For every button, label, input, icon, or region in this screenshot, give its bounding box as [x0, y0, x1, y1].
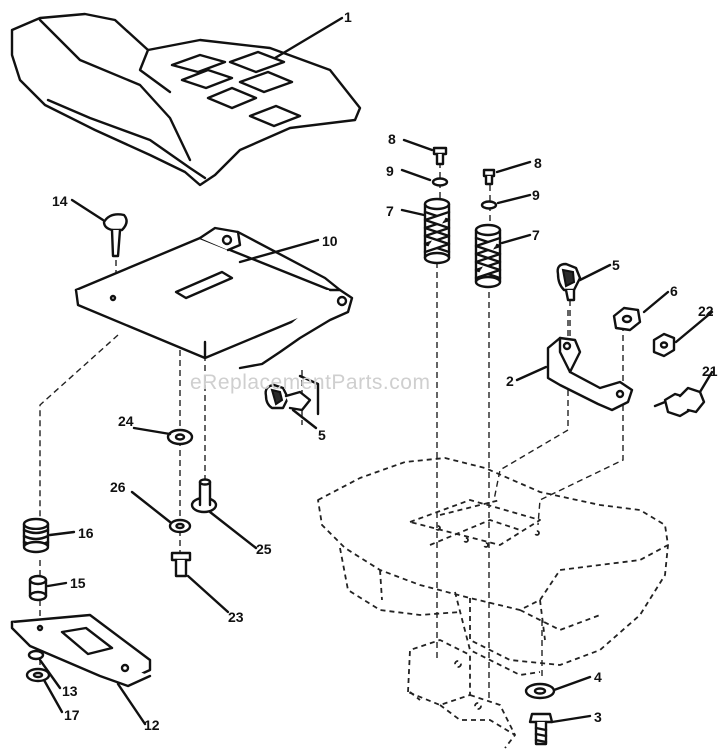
- callout-9-left: 9: [386, 163, 394, 179]
- tractor-fender-frame: [317, 457, 669, 749]
- callout-14: 14: [52, 193, 68, 209]
- part-17-nut: [25, 667, 51, 683]
- part-8-bolt-right: [482, 168, 496, 186]
- callout-22: 22: [698, 303, 714, 319]
- part-25-shoulder-bolt: [190, 478, 218, 514]
- part-14-bolt: [102, 213, 128, 258]
- part-7-spring-right: [474, 223, 502, 289]
- part-8-bolt-left: [432, 146, 448, 166]
- callout-9-right: 9: [532, 187, 540, 203]
- callout-7-right: 7: [532, 227, 540, 243]
- callout-3: 3: [594, 709, 602, 725]
- part-24-washer: [166, 428, 194, 446]
- callout-21: 21: [702, 363, 718, 379]
- callout-numbers: 1 10 14 8 9 7 8 9 7 5 6 22 21 2 5 24 26 …: [52, 9, 718, 733]
- callout-1: 1: [344, 9, 352, 25]
- callout-5-left: 5: [318, 427, 326, 443]
- callout-17: 17: [64, 707, 80, 723]
- part-10-seat-pan: [74, 226, 354, 370]
- part-22-nut: [652, 332, 676, 358]
- callout-13: 13: [62, 683, 78, 699]
- callout-7-left: 7: [386, 203, 394, 219]
- part-5-adjust-knob-right: [556, 262, 582, 302]
- callout-4: 4: [594, 669, 602, 685]
- part-16-spring: [22, 517, 50, 554]
- part-9-washer-left: [431, 177, 449, 187]
- part-13-washer: [27, 649, 45, 661]
- callout-8-right: 8: [534, 155, 542, 171]
- callout-23: 23: [228, 609, 244, 625]
- part-5-adjust-knob-left: [264, 374, 320, 416]
- callout-15: 15: [70, 575, 86, 591]
- part-1-seat: [10, 12, 362, 187]
- callout-leader-lines: [38, 16, 714, 726]
- part-4-washer: [524, 682, 556, 700]
- callout-10: 10: [322, 233, 338, 249]
- callout-6: 6: [670, 283, 678, 299]
- part-26-washer: [168, 518, 192, 534]
- callout-12: 12: [144, 717, 160, 733]
- part-6-nut: [612, 306, 642, 332]
- part-2-seat-bracket: [546, 336, 634, 412]
- callout-8-left: 8: [388, 131, 396, 147]
- part-21-adjust-knob: [653, 386, 706, 418]
- part-9-washer-right: [480, 200, 498, 210]
- callout-5-right: 5: [612, 257, 620, 273]
- watermark-text: eReplacementParts.com: [190, 371, 430, 394]
- callout-16: 16: [78, 525, 94, 541]
- callout-24: 24: [118, 413, 134, 429]
- part-15-bushing: [28, 574, 48, 602]
- part-23-bolt: [170, 551, 192, 578]
- part-3-bolt: [528, 712, 554, 746]
- part-12-pivot-bracket: [10, 613, 152, 688]
- callout-2: 2: [506, 373, 514, 389]
- callout-25: 25: [256, 541, 272, 557]
- callout-26: 26: [110, 479, 126, 495]
- part-7-spring-left: [423, 197, 451, 265]
